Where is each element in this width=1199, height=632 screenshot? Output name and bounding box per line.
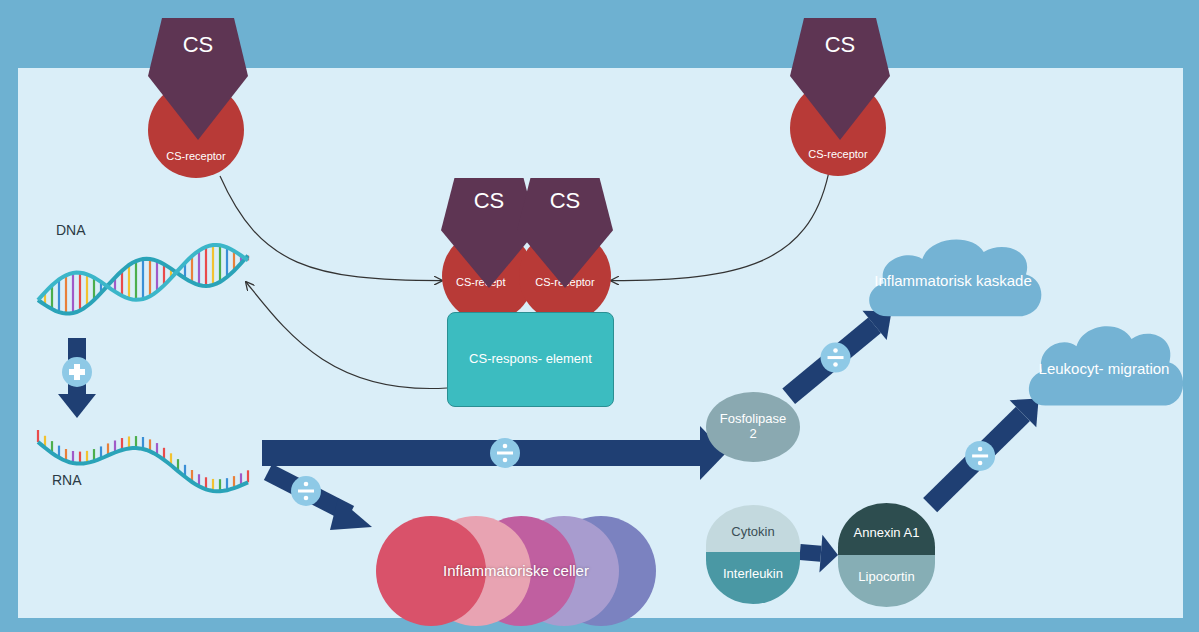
node-text: CS-receptor — [166, 150, 225, 163]
base-pair — [65, 275, 67, 313]
helix-label: RNA — [52, 472, 82, 488]
protein-half: Annexin A1 — [838, 503, 935, 555]
effect-cloud: Inflammatorisk kaskade — [857, 226, 1049, 330]
node-text: Interleukin — [723, 567, 783, 582]
protein-half: Cytokin — [706, 505, 800, 552]
signal-arrow — [220, 176, 442, 281]
node-text: CS — [550, 188, 581, 213]
dna-strand — [38, 245, 248, 300]
protein-half: Lipocortin — [838, 555, 935, 607]
dna-strand — [38, 256, 248, 314]
base-pair — [58, 279, 60, 312]
dna-helix — [38, 245, 248, 314]
base-pair — [79, 273, 81, 311]
base-pair — [51, 285, 53, 309]
base-pair — [219, 245, 221, 282]
base-pair — [128, 265, 130, 299]
enzyme-box: Fosfolipase 2 — [706, 392, 800, 462]
node-text: CS — [474, 188, 505, 213]
node-text: Leukocyt- migration — [1039, 360, 1170, 377]
node-text: CS-respons- element — [469, 352, 592, 367]
node-text: Fosfolipase 2 — [716, 412, 790, 442]
transcription-arrow — [58, 338, 96, 418]
base-pair — [72, 273, 74, 313]
base-pair — [142, 259, 144, 299]
node-text: Cytokin — [731, 525, 774, 540]
cs-molecule: CS — [517, 178, 613, 288]
effect-cloud: Leukocyt- migration — [1018, 312, 1190, 420]
cs-molecule: CS — [790, 18, 890, 140]
inhibit-arrow — [262, 426, 726, 480]
block-arrow — [930, 398, 1038, 505]
inhibit-arrow — [268, 472, 372, 530]
node-text: Inflammatoriske celler — [443, 562, 589, 579]
node-text: Lipocortin — [858, 570, 914, 585]
base-pair — [226, 247, 228, 277]
base-pair — [198, 251, 200, 285]
base-pair — [86, 274, 88, 306]
block-arrow — [789, 311, 892, 397]
base-pair — [191, 256, 193, 282]
base-pair — [149, 259, 151, 296]
base-pair — [156, 261, 158, 292]
block-arrow — [800, 535, 838, 573]
node-text: Inflammatorisk kaskade — [874, 272, 1032, 289]
rna-strand — [38, 442, 248, 491]
node-text: CS-receptor — [808, 148, 867, 161]
rna-strand — [38, 430, 248, 491]
base-pair — [205, 247, 207, 286]
protein-half: Interleukin — [706, 552, 800, 604]
node-text: CS — [825, 32, 856, 57]
response-element: CS-respons- element — [447, 312, 614, 407]
base-pair — [212, 245, 214, 285]
response-to-dna-arrow — [246, 282, 447, 389]
base — [37, 430, 39, 442]
base-pair — [135, 261, 137, 300]
signal-arrow — [611, 174, 828, 281]
cs-molecule: CS — [148, 18, 248, 140]
cell-cluster: Inflammatoriske celler — [375, 515, 657, 627]
helix-label: DNA — [56, 222, 86, 238]
base-pair — [121, 271, 123, 296]
node-text: Annexin A1 — [854, 526, 920, 541]
node-text: CS — [183, 32, 214, 57]
